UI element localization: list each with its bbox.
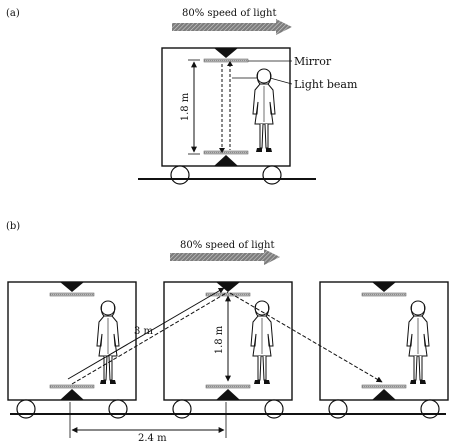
beam-label: Light beam (294, 78, 358, 91)
diagonal-label: 3 m (134, 326, 154, 337)
light-beam-a (219, 61, 233, 153)
mirror-label: Mirror (294, 55, 332, 68)
panel-b-label: (b) (6, 221, 20, 232)
height-label-b: 1.8 m (214, 325, 225, 354)
speed-arrow-b (170, 249, 280, 265)
light-path-b (67, 287, 383, 385)
speed-label-a: 80% speed of light (182, 8, 277, 19)
height-dimension-a (188, 59, 200, 155)
speed-label-b: 80% speed of light (180, 240, 275, 251)
height-label-a: 1.8 m (180, 92, 191, 121)
panel-a-label: (a) (6, 8, 20, 19)
distance-label: 2.4 m (138, 433, 167, 444)
speed-arrow-a (172, 19, 292, 35)
distance-dimension (69, 402, 227, 438)
panel-a: (a) 80% speed of light 1.8 m Mirror (6, 8, 358, 185)
car-b-right (319, 281, 449, 419)
panel-b: (b) 80% speed of light 3 m 1.8 m (6, 221, 449, 444)
